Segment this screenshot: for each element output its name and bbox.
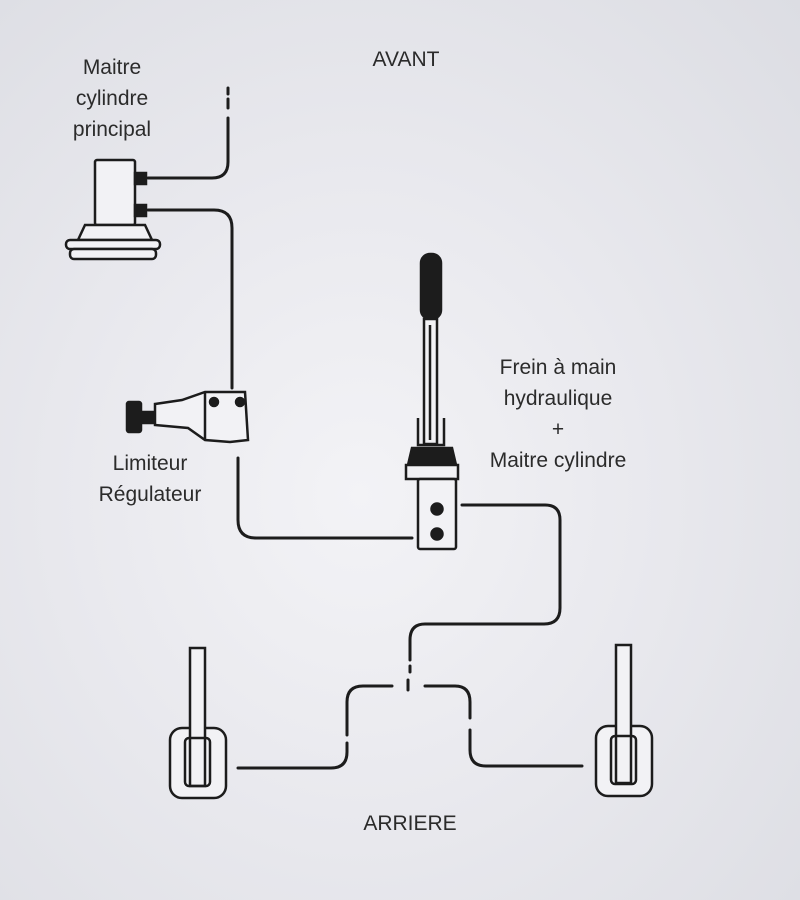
right-rear-line — [468, 728, 584, 768]
rear-tee-left — [345, 684, 394, 737]
left-rear-wheel-icon — [168, 646, 228, 800]
master-cylinder-label: Maitre cylindre principal — [52, 52, 172, 145]
handbrake-label-line-4: Maitre cylindre — [489, 449, 627, 472]
handbrake-label-line-3: + — [551, 418, 565, 441]
handbrake-label-line-1: Frein à main — [499, 356, 617, 379]
limiter-regulator-label: Limiteur Régulateur — [80, 448, 220, 510]
hydraulic-handbrake-icon — [404, 252, 460, 551]
handbrake-label-line-2: hydraulique — [503, 387, 613, 410]
master-to-limiter-line — [146, 208, 234, 390]
master-cylinder-label-line-3: principal — [72, 118, 152, 141]
limiter-label-line-1: Limiteur — [112, 452, 188, 475]
limiter-to-handbrake-line — [236, 456, 414, 540]
rear-tee-right — [423, 684, 472, 720]
rear-label: ARRIERE — [363, 812, 457, 835]
limiter-regulator-icon — [125, 390, 250, 444]
right-rear-wheel-icon — [594, 643, 654, 798]
master-cylinder-label-line-1: Maitre — [82, 56, 142, 79]
handbrake-label: Frein à main hydraulique + Maitre cylind… — [468, 352, 648, 476]
front-label: AVANT — [372, 48, 440, 71]
front-brake-line — [146, 116, 230, 180]
left-rear-line — [236, 741, 349, 770]
limiter-label-line-2: Régulateur — [98, 483, 202, 506]
master-cylinder-icon — [64, 158, 162, 261]
handbrake-to-rear-line — [408, 503, 562, 662]
master-cylinder-label-line-2: cylindre — [75, 87, 149, 110]
